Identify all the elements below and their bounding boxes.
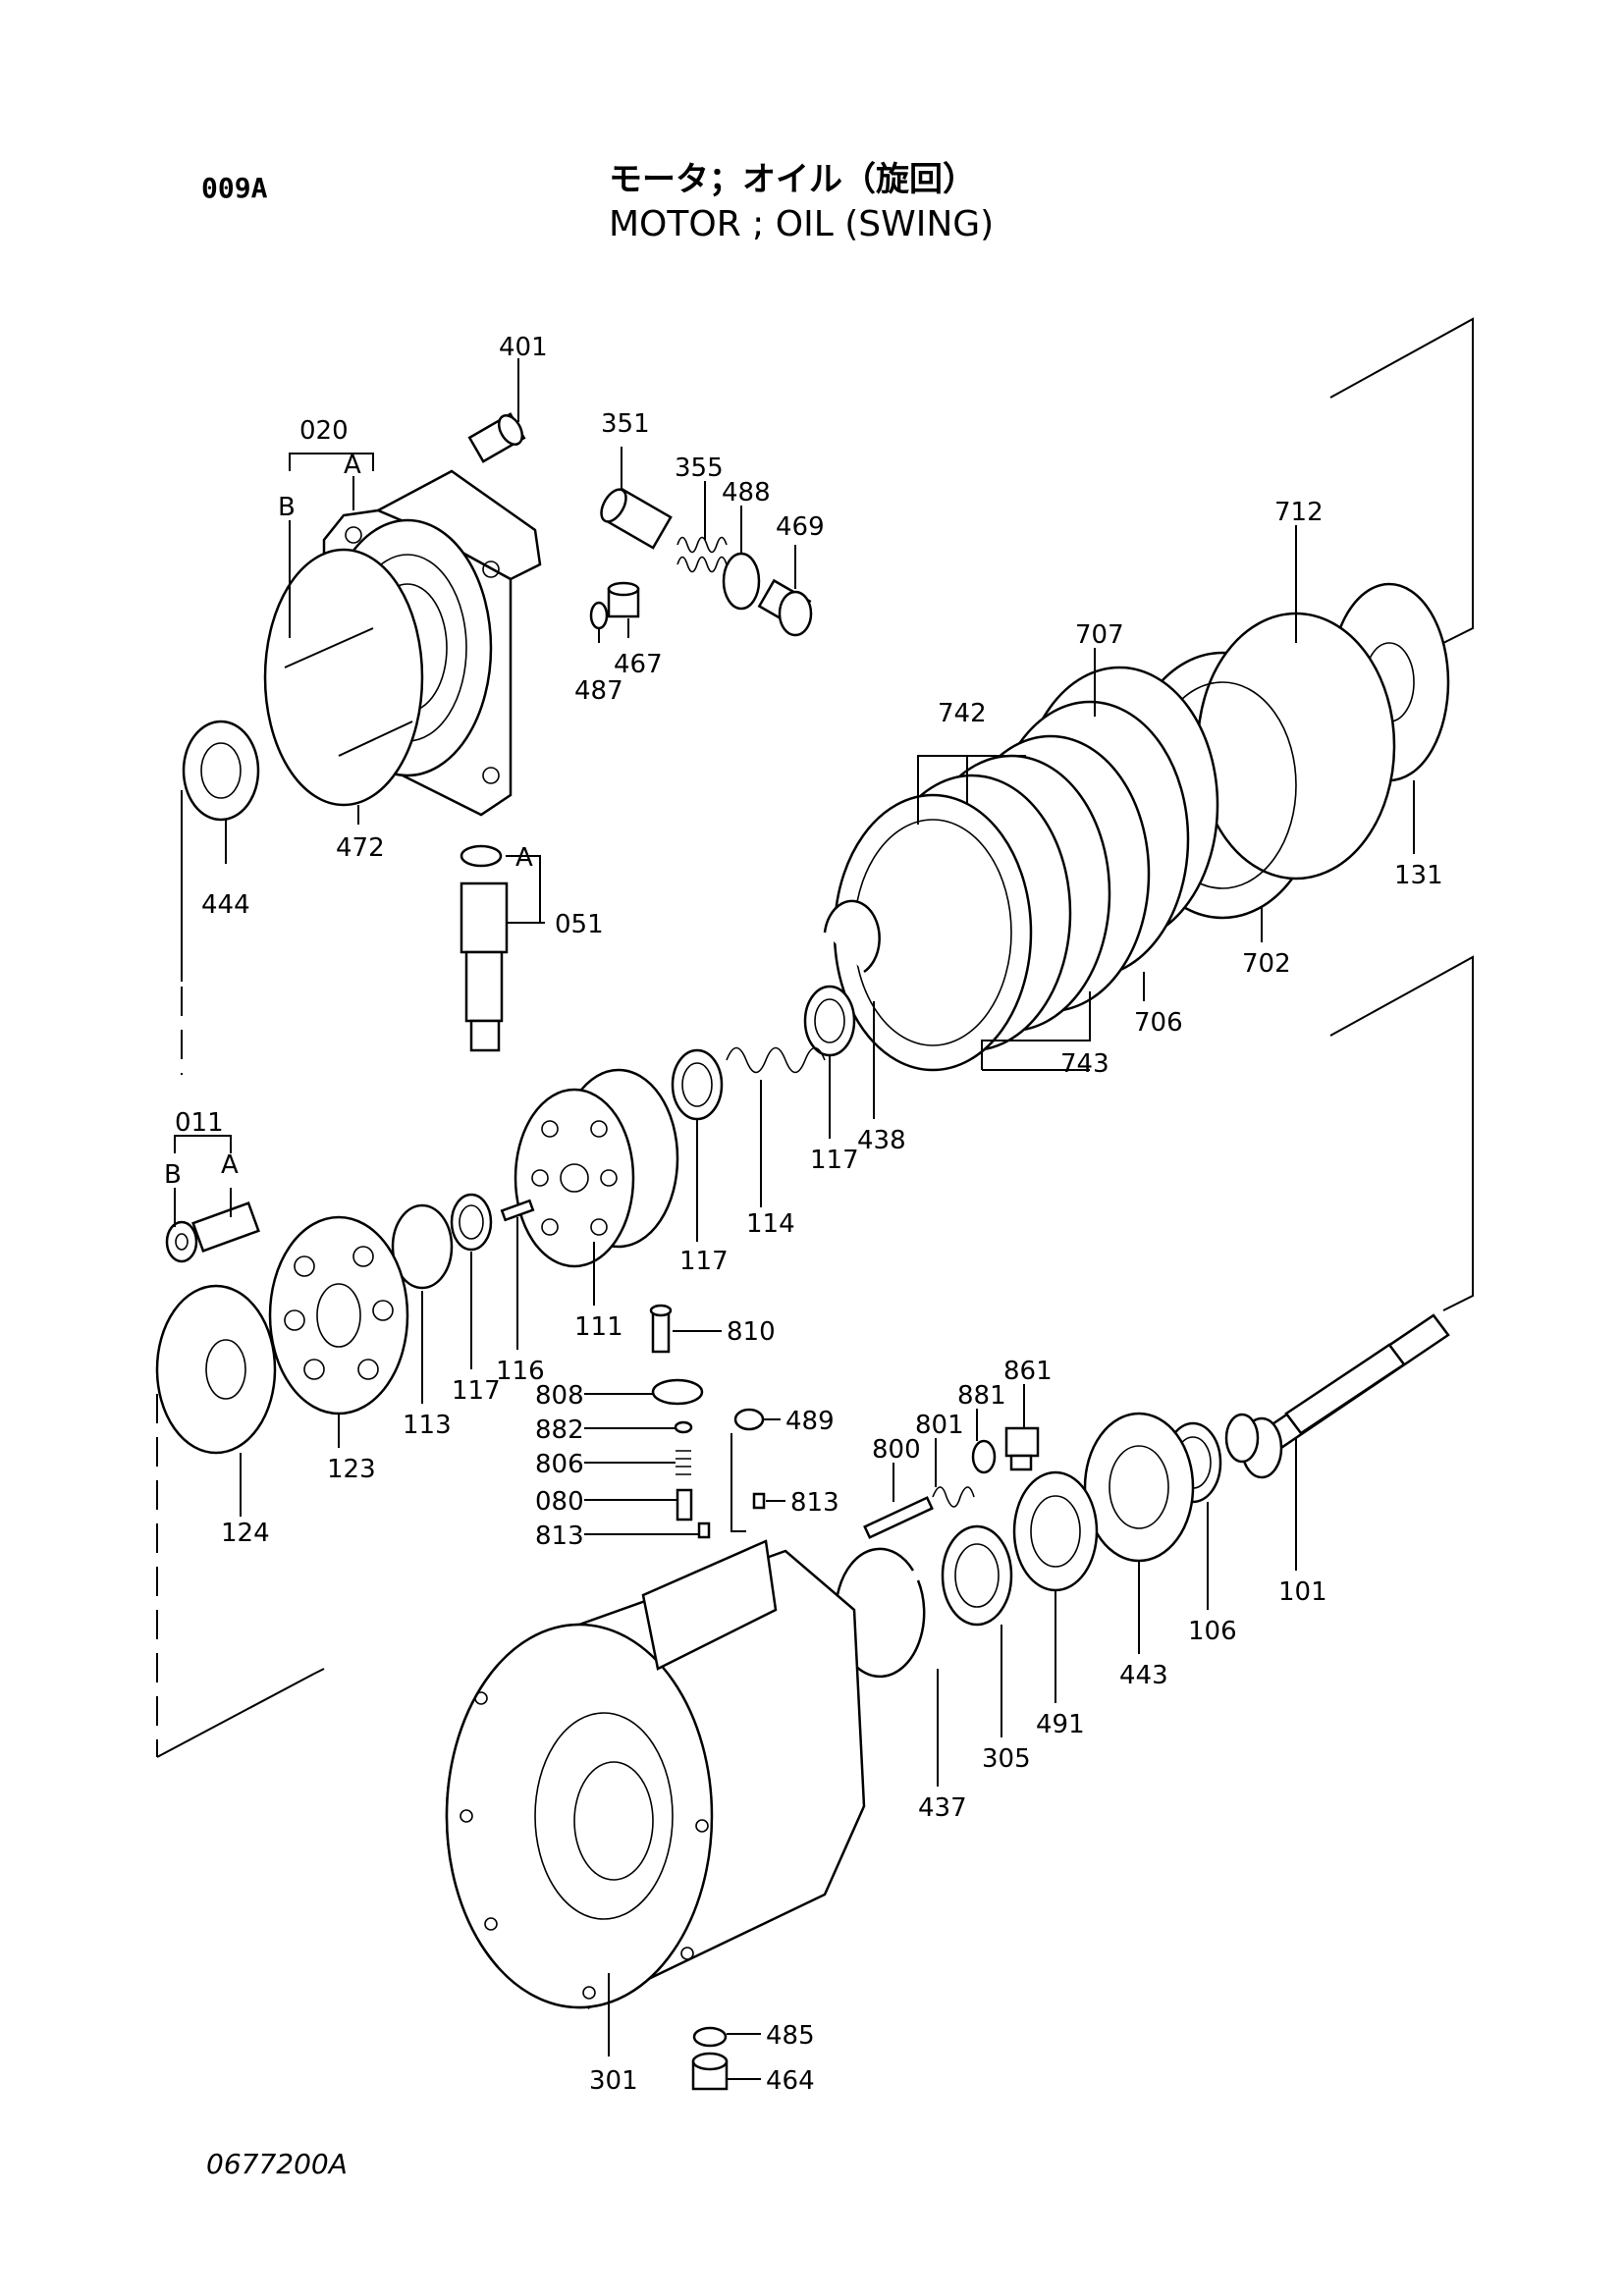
check-valve-parts (863, 1426, 1040, 1539)
callout-469: 469 (776, 512, 825, 542)
title-english: MOTOR ; OIL (SWING) (609, 204, 995, 244)
part-469-plug (757, 578, 813, 637)
part-123-retainer-plate (268, 1215, 409, 1415)
callout-813-a: 813 (535, 1522, 584, 1551)
callout-464: 464 (766, 2066, 815, 2096)
part-489-o-ring (733, 1408, 765, 1431)
part-444-bearing (182, 720, 260, 822)
callout-487: 487 (574, 676, 623, 706)
leader-lines (174, 358, 1415, 2080)
section-boundary-lines (156, 317, 1474, 1758)
drawing-number: 0677200A (206, 2148, 348, 2180)
callout-488: 488 (722, 478, 771, 507)
part-124-shoe-plate (155, 1284, 277, 1455)
callout-806: 806 (535, 1450, 584, 1479)
callout-131: 131 (1394, 861, 1443, 890)
part-464-plug (691, 2052, 729, 2091)
part-101-drive-shaft (1224, 1313, 1450, 1479)
callout-114: 114 (746, 1209, 795, 1239)
part-438-snap-ring (823, 899, 881, 974)
callout-351: 351 (601, 409, 650, 439)
callout-800: 800 (872, 1435, 921, 1465)
callout-111: 111 (574, 1312, 623, 1342)
callout-485: 485 (766, 2021, 815, 2051)
part-485-o-ring (692, 2026, 728, 2048)
part-051-o-ring (460, 844, 503, 868)
callout-801: 801 (915, 1411, 964, 1440)
callout-443: 443 (1119, 1661, 1168, 1690)
relief-valve-parts (649, 1304, 766, 1539)
part-111-cylinder-block (514, 1068, 679, 1268)
callout-444: 444 (201, 890, 250, 920)
callout-101: 101 (1278, 1577, 1327, 1607)
pin-a (338, 721, 413, 757)
callout-810: 810 (727, 1317, 776, 1347)
callout-489: 489 (785, 1407, 835, 1436)
callout-355: 355 (675, 454, 724, 483)
part-742-743-brake-plates (833, 734, 1151, 1072)
callout-742: 742 (938, 699, 987, 728)
callout-a-011: A (221, 1150, 239, 1180)
part-114-spring (726, 1046, 826, 1074)
callout-b-011: B (164, 1160, 182, 1190)
part-117-spacer-a (803, 985, 856, 1057)
callout-401: 401 (499, 333, 548, 362)
callout-702: 702 (1242, 949, 1291, 979)
callout-011: 011 (175, 1108, 224, 1138)
callout-712: 712 (1274, 498, 1324, 527)
part-472-o-ring (263, 548, 424, 807)
callout-020: 020 (299, 416, 349, 446)
callout-491: 491 (1036, 1710, 1085, 1739)
part-401-bolt (467, 412, 526, 463)
part-443-roller-bearing (1083, 1412, 1195, 1563)
callout-a-051: A (515, 843, 533, 873)
part-301-casing (445, 1539, 866, 2009)
pin-b (284, 627, 374, 668)
callout-301: 301 (589, 2066, 638, 2096)
callout-123: 123 (327, 1455, 376, 1484)
part-487-o-ring (589, 601, 609, 630)
callout-813-b: 813 (790, 1488, 839, 1518)
callout-051: 051 (555, 910, 604, 939)
callout-113: 113 (403, 1411, 452, 1440)
callout-116: 116 (496, 1357, 545, 1386)
page-code: 009A (201, 172, 268, 204)
part-305-ring (941, 1524, 1013, 1627)
callout-861: 861 (1003, 1357, 1053, 1386)
callout-b: B (278, 493, 296, 522)
callout-117-b: 117 (679, 1247, 729, 1276)
callout-707: 707 (1075, 620, 1124, 650)
part-355-spring (676, 536, 728, 573)
part-117-spacer-b (671, 1048, 724, 1121)
callout-808: 808 (535, 1381, 584, 1411)
callout-437: 437 (918, 1793, 967, 1823)
callout-106: 106 (1188, 1617, 1237, 1646)
part-117-spacer-c (450, 1193, 493, 1252)
callout-882: 882 (535, 1415, 584, 1445)
callout-a: A (344, 451, 361, 480)
title-japanese: モータ；オイル（旋回） (609, 160, 976, 199)
part-011-piston-assembly (165, 1201, 260, 1263)
callout-438: 438 (857, 1126, 906, 1155)
callout-305: 305 (982, 1744, 1031, 1774)
callout-labels: 401 020 A B 351 355 488 469 467 487 472 … (164, 333, 1443, 2096)
callout-117-a: 117 (810, 1146, 859, 1175)
callout-743: 743 (1060, 1049, 1109, 1079)
part-113-spherical-bushing (391, 1203, 454, 1290)
part-467-plug (607, 581, 640, 618)
callout-117-c: 117 (452, 1376, 501, 1406)
callout-080: 080 (535, 1487, 584, 1517)
callout-467: 467 (614, 650, 663, 679)
part-116-pin (500, 1199, 535, 1222)
callout-472: 472 (336, 833, 385, 863)
callout-124: 124 (221, 1519, 270, 1548)
part-488-o-ring (722, 552, 761, 611)
callout-706: 706 (1134, 1008, 1183, 1038)
part-051-valve (460, 844, 509, 1052)
part-491-oil-seal (1012, 1470, 1099, 1592)
part-351-plunger (600, 487, 673, 550)
callout-881: 881 (957, 1381, 1006, 1411)
